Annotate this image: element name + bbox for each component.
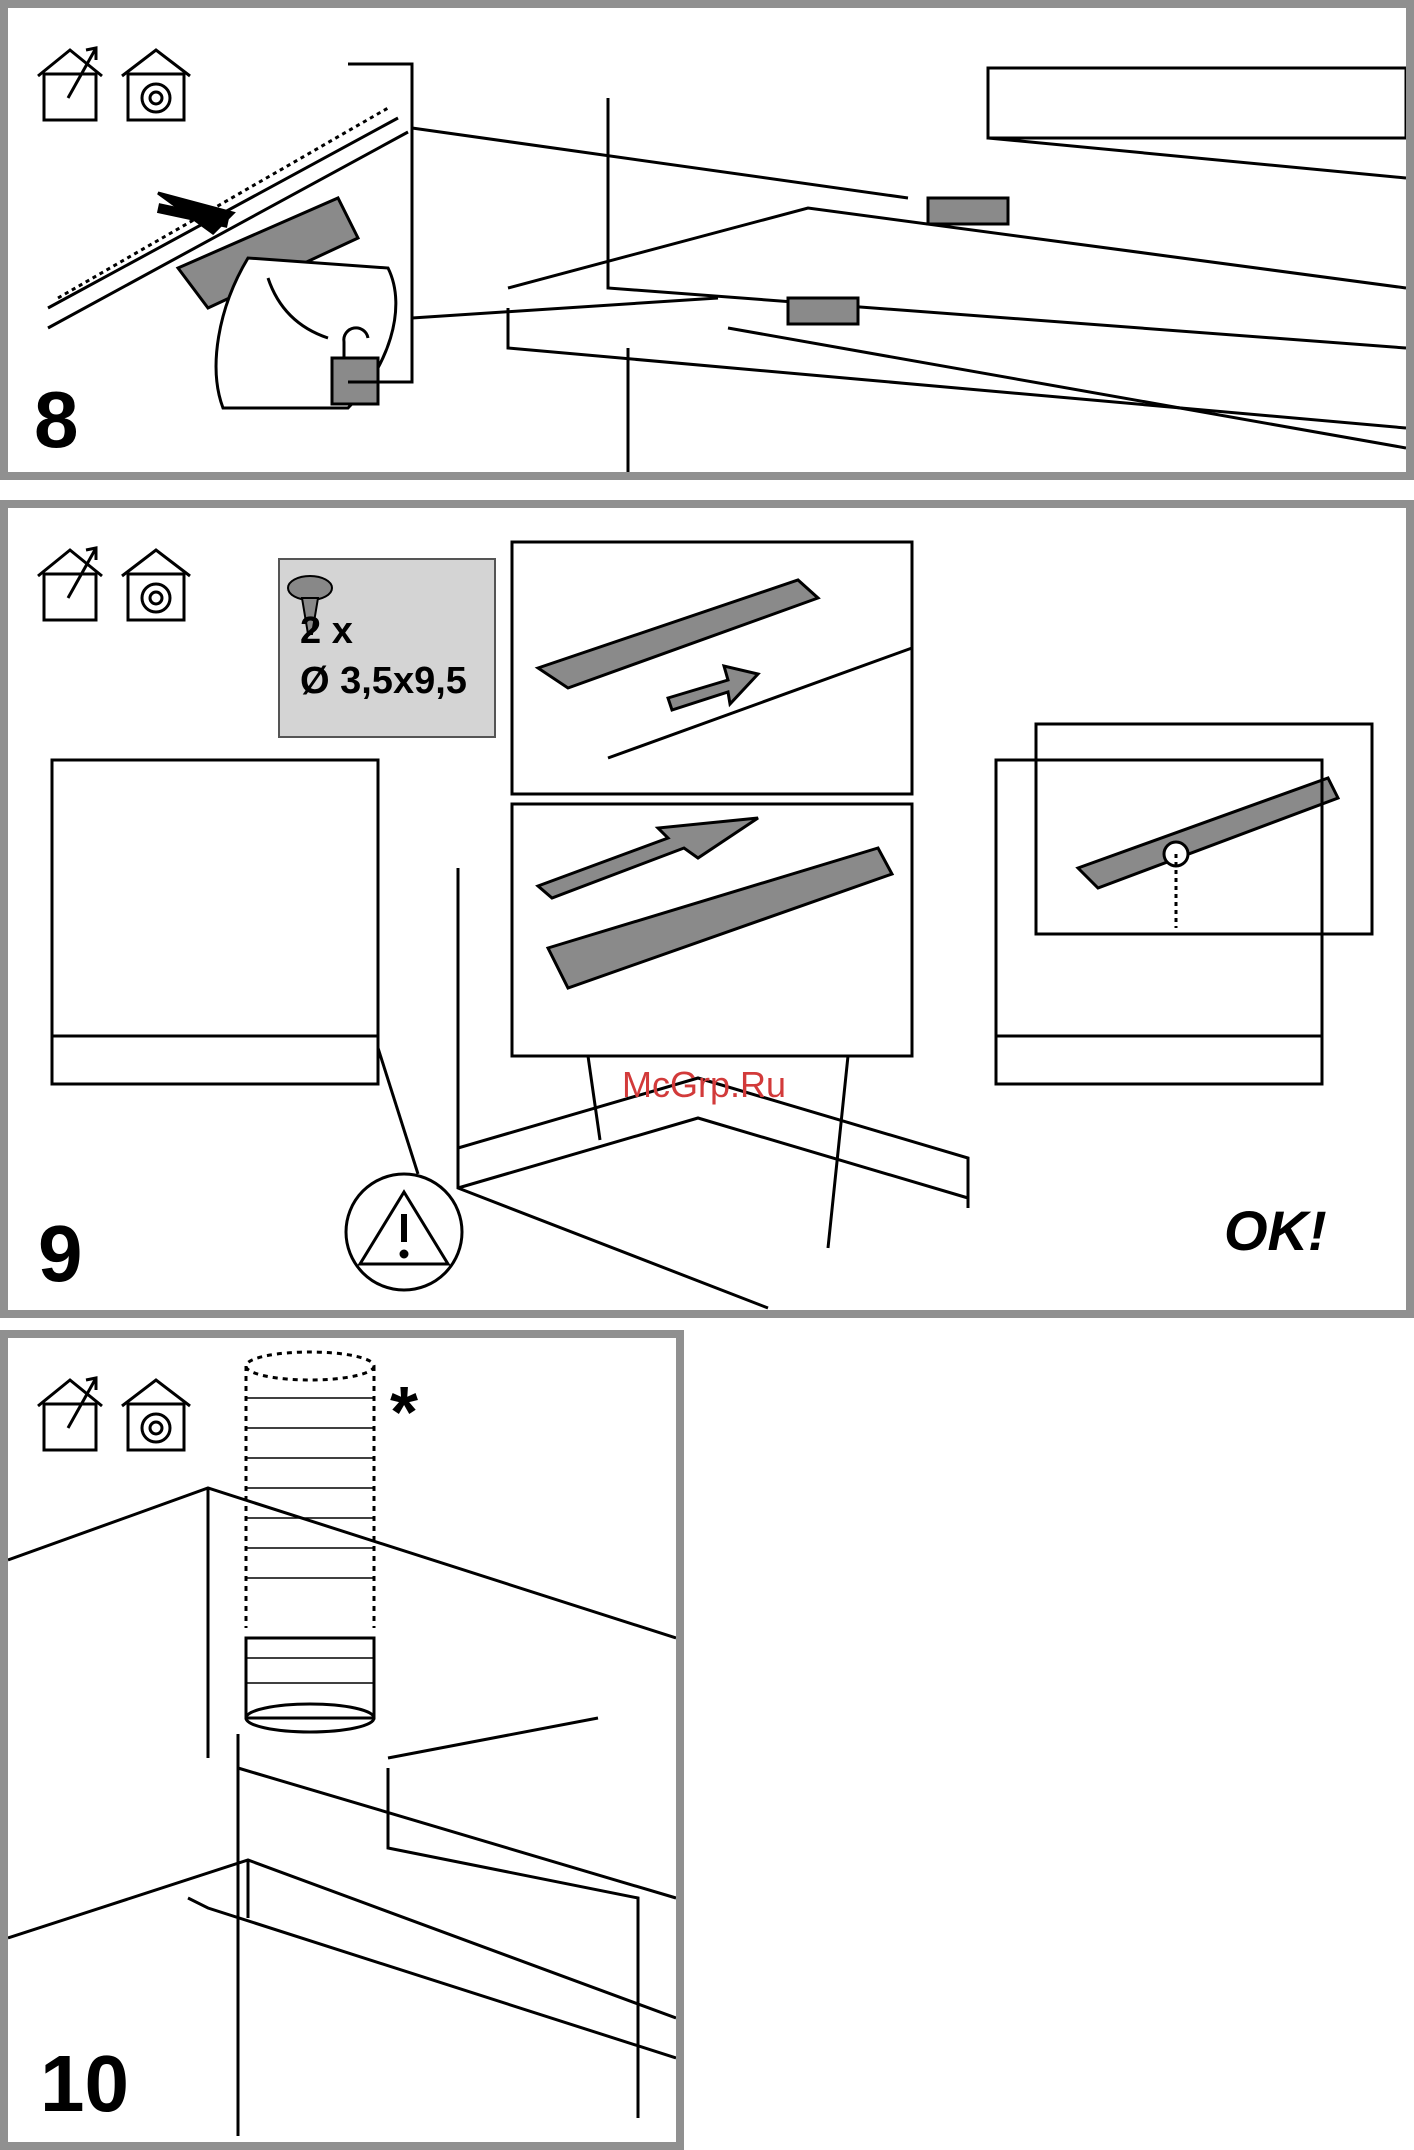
ducted-exhaust-icon (38, 548, 102, 620)
step-number: 8 (34, 380, 79, 460)
ok-label: OK! (1224, 1198, 1327, 1263)
ducted-exhaust-icon (38, 1378, 102, 1450)
recirculation-icon (122, 50, 190, 120)
recirculation-icon (122, 550, 190, 620)
optional-part-asterisk: * (390, 1372, 418, 1454)
screw-spec-box: 2 x Ø 3,5x9,5 (278, 558, 496, 738)
step-10-illustration (8, 1338, 676, 2142)
screw-size: Ø 3,5x9,5 (300, 660, 467, 703)
step-number: 10 (40, 2044, 129, 2124)
step-9-illustration (8, 508, 1406, 1310)
step-number: 9 (38, 1214, 83, 1294)
ducted-exhaust-icon (38, 48, 102, 120)
step-10-panel: * 10 (0, 1330, 684, 2150)
step-8-panel: 8 (0, 0, 1414, 480)
recirculation-icon (122, 1380, 190, 1450)
screw-quantity: 2 x (300, 610, 353, 653)
step-8-illustration (8, 8, 1406, 472)
watermark: McGrp.Ru (622, 1064, 786, 1106)
step-9-panel: 2 x Ø 3,5x9,5 McGrp.Ru OK! 9 (0, 500, 1414, 1318)
